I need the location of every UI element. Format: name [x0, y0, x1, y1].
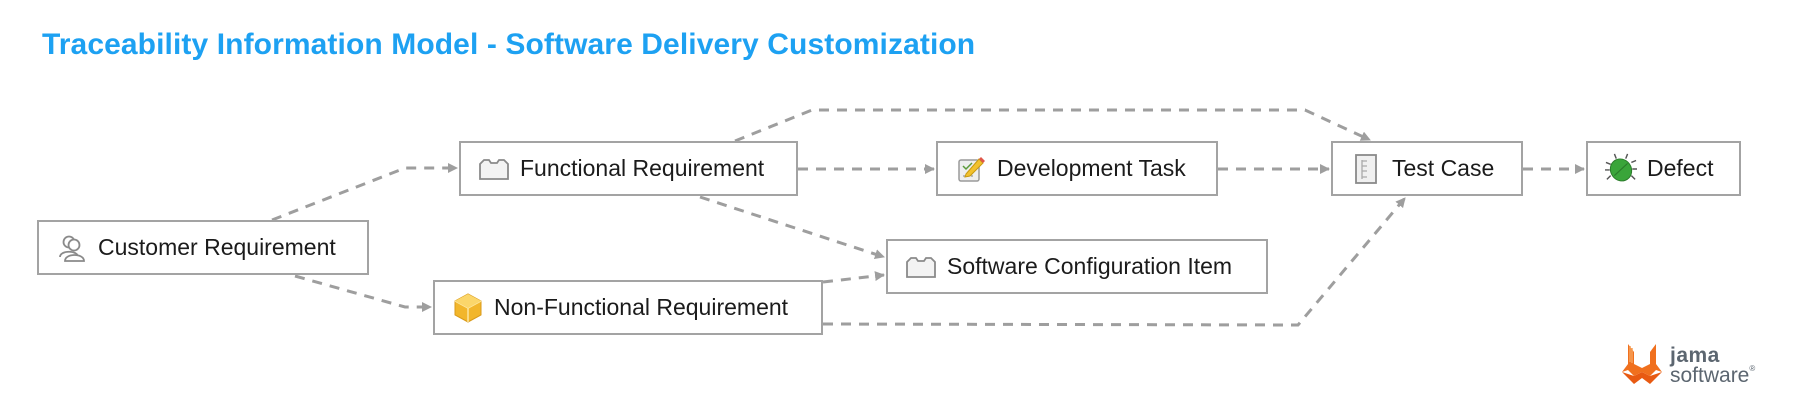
node-software-configuration-item[interactable]: Software Configuration Item — [886, 239, 1268, 294]
edge-functional-to-sci — [699, 195, 885, 259]
node-label: Development Task — [997, 155, 1186, 181]
folder-icon — [905, 251, 937, 283]
edge-functional-to-testcase — [734, 108, 1371, 143]
diagram-title: Traceability Information Model - Softwar… — [42, 28, 976, 61]
edge-nonfunctional-to-sci — [822, 271, 885, 284]
test-document-icon — [1350, 153, 1382, 185]
node-functional-requirement[interactable]: Functional Requirement — [459, 141, 798, 196]
edge-customer-to-functional — [271, 163, 458, 222]
logo-text-jama: jama — [1670, 343, 1720, 367]
bug-icon — [1605, 153, 1637, 185]
node-label: Non-Functional Requirement — [494, 294, 789, 320]
users-icon — [56, 232, 88, 264]
logo-text-software: software® — [1670, 363, 1756, 387]
node-label: Defect — [1647, 155, 1714, 181]
node-customer-requirement[interactable]: Customer Requirement — [37, 220, 369, 275]
edge-nonfunctional-to-testcase — [822, 197, 1407, 327]
node-defect[interactable]: Defect — [1586, 141, 1741, 196]
box-icon — [452, 292, 484, 324]
node-label: Functional Requirement — [520, 155, 765, 181]
edge-customer-to-nonfunctional — [294, 274, 432, 312]
registered-mark: ® — [1749, 363, 1756, 373]
logo-text-software-word: software — [1670, 363, 1750, 387]
node-test-case[interactable]: Test Case — [1331, 141, 1523, 196]
folder-icon — [478, 153, 510, 185]
jama-software-logo: jama software® — [1620, 342, 1755, 388]
node-label: Test Case — [1392, 155, 1495, 181]
node-development-task[interactable]: Development Task — [936, 141, 1218, 196]
node-label: Customer Requirement — [98, 234, 336, 260]
task-pencil-icon — [955, 153, 987, 185]
node-non-functional-requirement[interactable]: Non-Functional Requirement — [433, 280, 823, 335]
node-label: Software Configuration Item — [947, 253, 1233, 279]
jama-logo-icon — [1622, 344, 1662, 384]
